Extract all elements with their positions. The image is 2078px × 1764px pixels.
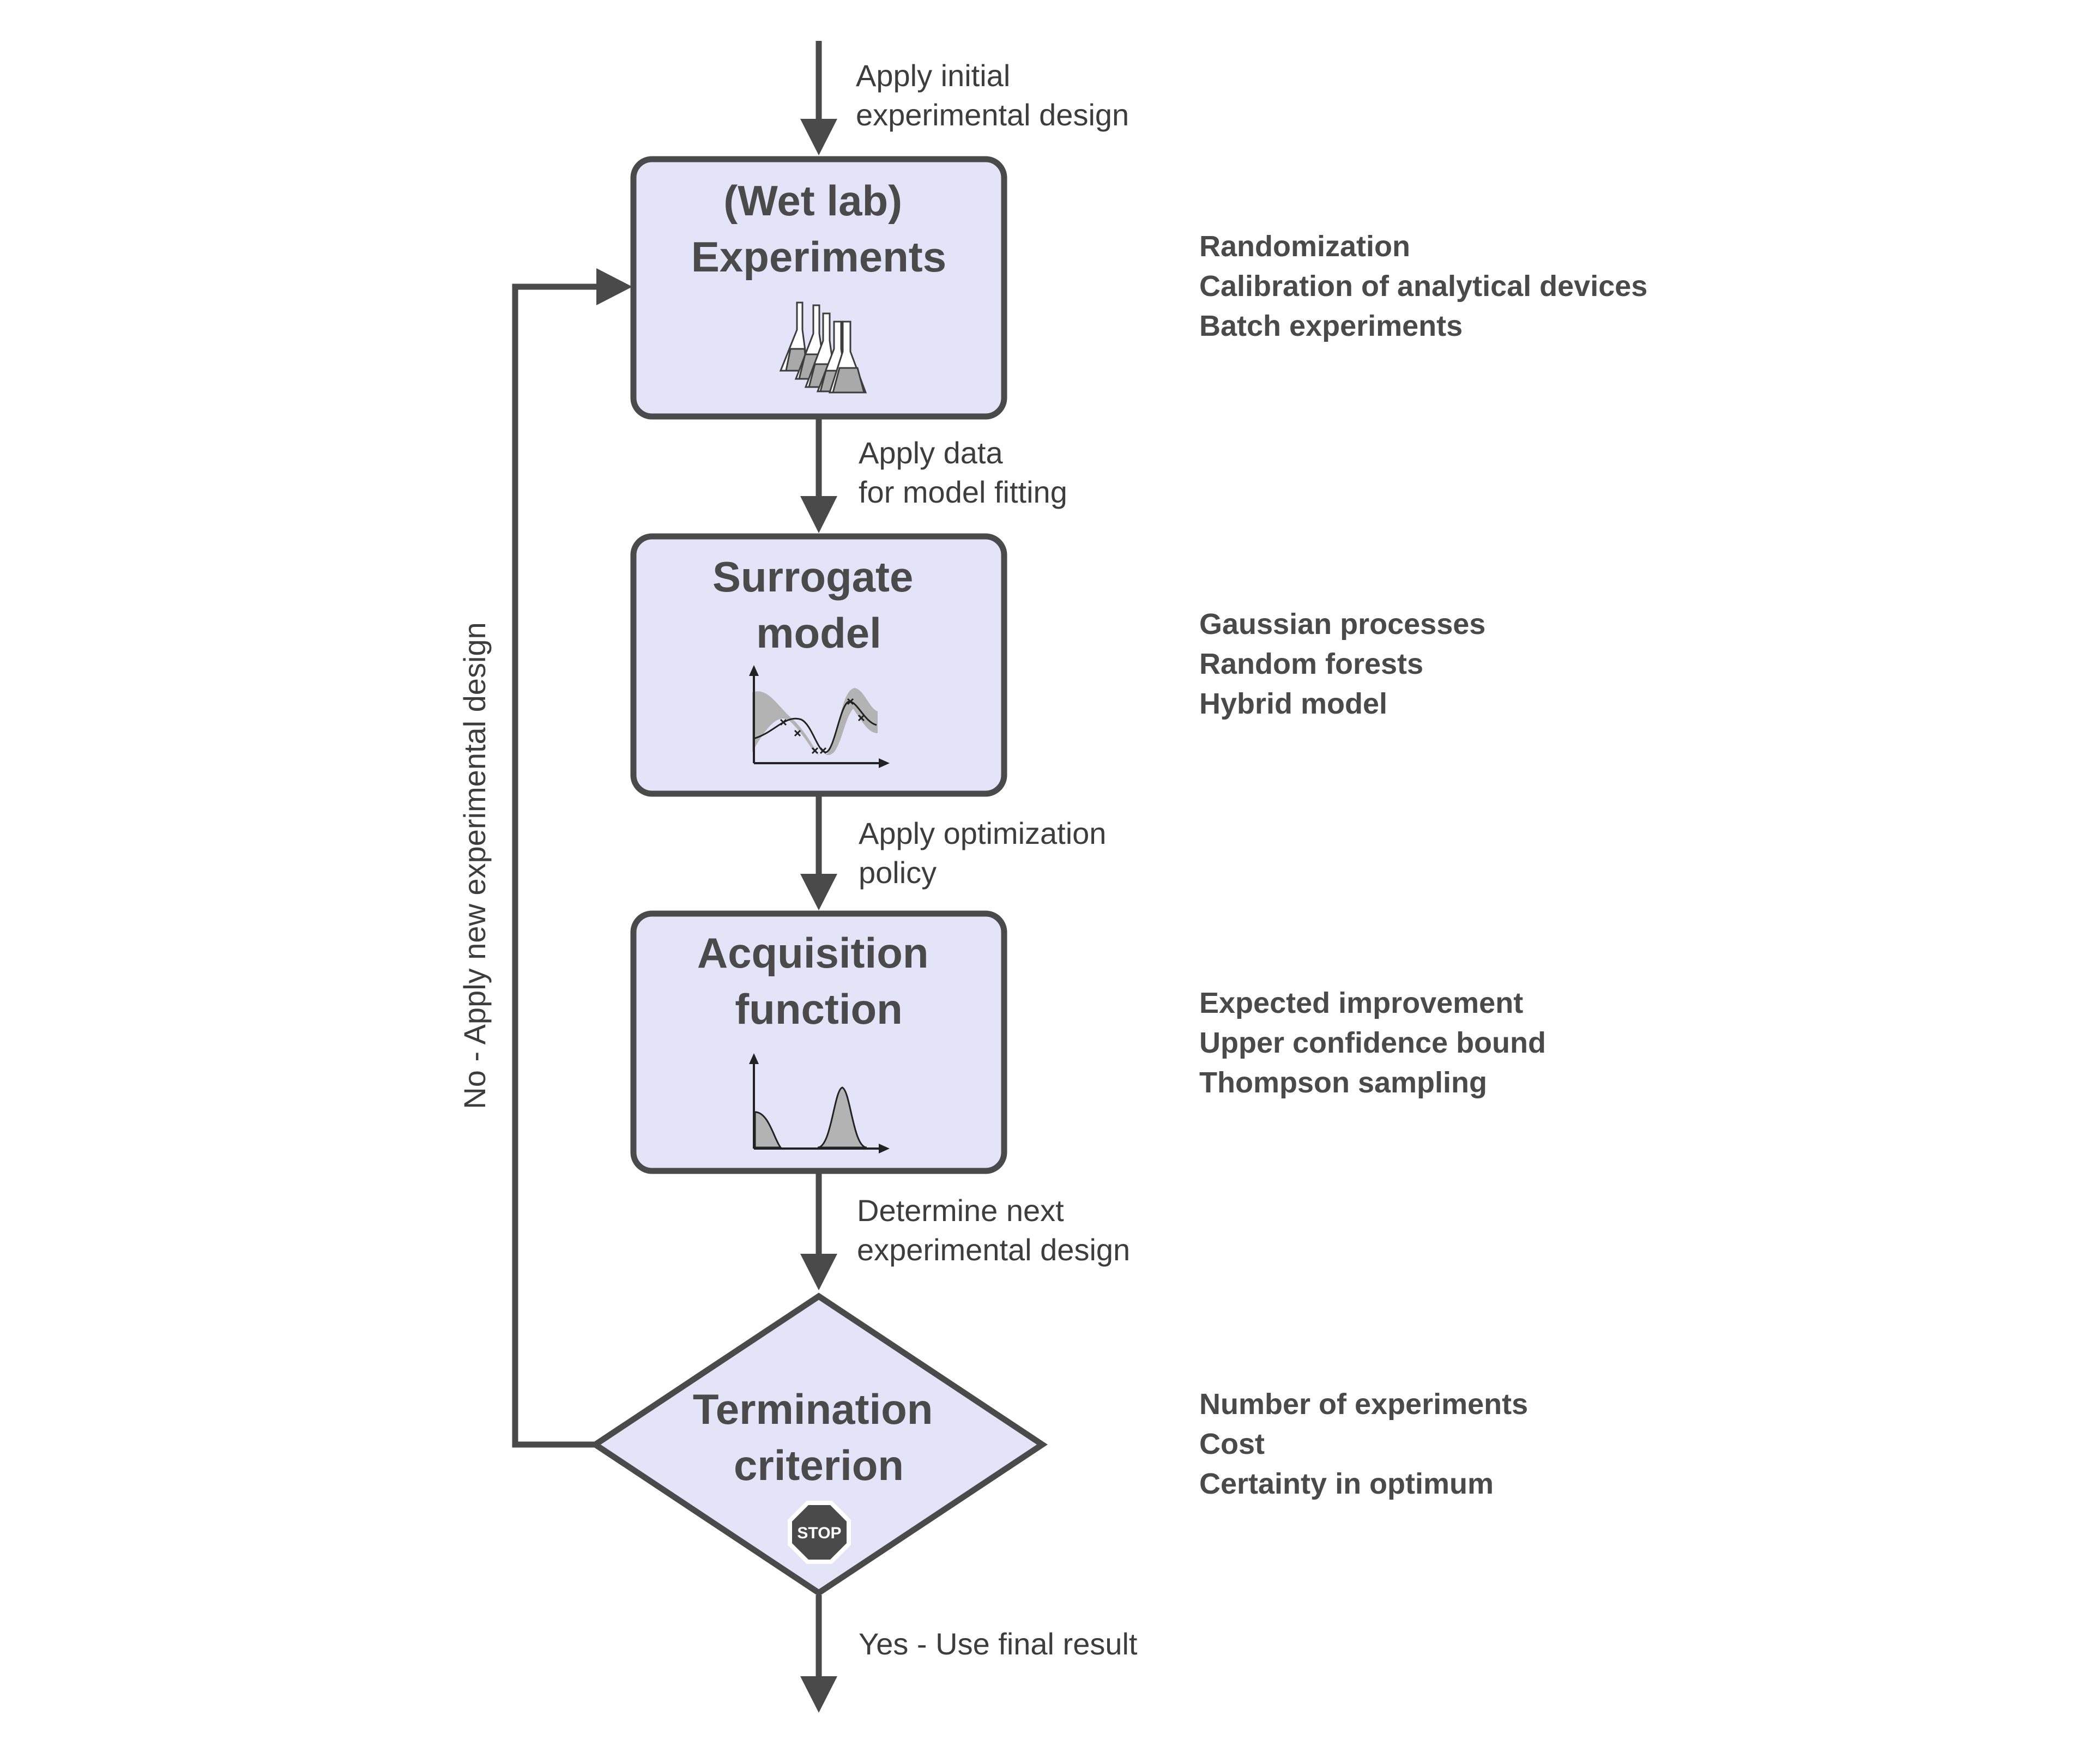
loop-back-arrow — [512, 268, 632, 1448]
termination-criterion-node: Termination criterion STOP — [590, 1292, 1048, 1597]
experiments-title: (Wet lab) Experiments — [691, 177, 946, 281]
gaussian-process-plot-icon — [749, 665, 890, 768]
edge-label-line-1: Determine next — [857, 1193, 1064, 1228]
start-arrow — [800, 41, 837, 155]
stop-sign-icon: STOP — [788, 1501, 851, 1564]
loop-label: No - Apply new experimental design — [457, 622, 492, 1109]
start-label: Apply initial experimental design — [856, 58, 1129, 132]
termination-side-notes: Number of experiments Cost Certainty in … — [1199, 1388, 1536, 1500]
surrogate-model-node: Surrogate model — [630, 533, 1007, 797]
edge-label-line-2: policy — [859, 855, 937, 890]
side-note: Batch experiments — [1199, 310, 1463, 342]
side-note: Hybrid model — [1199, 687, 1387, 720]
side-note: Expected improvement — [1199, 987, 1523, 1019]
side-note: Random forests — [1199, 648, 1423, 680]
surrogate-title-line-1: Surrogate — [712, 553, 913, 601]
experiments-side-notes: Randomization Calibration of analytical … — [1199, 230, 1656, 342]
side-note: Upper confidence bound — [1199, 1026, 1546, 1059]
surrogate-model-title: Surrogate model — [712, 553, 925, 657]
side-note: Thompson sampling — [1199, 1066, 1487, 1099]
experiments-title-line-2: Experiments — [691, 233, 946, 281]
side-note: Cost — [1199, 1428, 1265, 1460]
acquisition-title-line-1: Acquisition — [697, 929, 929, 977]
edge-label-line-2: for model fitting — [859, 475, 1067, 509]
experiments-title-line-1: (Wet lab) — [723, 177, 902, 225]
acquisition-title-line-2: function — [735, 985, 903, 1033]
surrogate-title-line-2: model — [756, 609, 881, 657]
termination-title-line-2: criterion — [734, 1441, 904, 1489]
start-label-line-1: Apply initial — [856, 58, 1010, 93]
side-note: Number of experiments — [1199, 1388, 1528, 1421]
end-arrow — [800, 1595, 837, 1713]
acquisition-function-node: Acquisition function — [630, 910, 1007, 1174]
side-note: Gaussian processes — [1199, 608, 1485, 641]
side-note: Calibration of analytical devices — [1199, 270, 1647, 303]
termination-title-line-1: Termination — [693, 1385, 933, 1433]
termination-title: Termination criterion — [693, 1385, 945, 1489]
side-note: Randomization — [1199, 230, 1410, 263]
experiments-node: (Wet lab) Experiments — [630, 156, 1007, 420]
edge-label-model-fitting: Apply data for model fitting — [859, 436, 1067, 509]
flasks-icon — [779, 301, 867, 394]
stop-sign-text: STOP — [797, 1524, 841, 1542]
edge-label-optimization-policy: Apply optimization policy — [859, 816, 1115, 890]
arrow-experiments-to-surrogate — [800, 419, 837, 533]
start-label-line-2: experimental design — [856, 98, 1129, 132]
side-note: Certainty in optimum — [1199, 1467, 1494, 1500]
edge-label-line-1: Apply optimization — [859, 816, 1106, 850]
acquisition-side-notes: Expected improvement Upper confidence bo… — [1199, 987, 1554, 1099]
arrow-acquisition-to-termination — [800, 1173, 837, 1290]
edge-label-line-1: Apply data — [859, 436, 1003, 470]
edge-label-line-2: experimental design — [857, 1233, 1130, 1267]
acquisition-curve-icon — [749, 1053, 890, 1153]
edge-label-next-design: Determine next experimental design — [857, 1193, 1130, 1267]
surrogate-side-notes: Gaussian processes Random forests Hybrid… — [1199, 608, 1494, 720]
acquisition-function-title: Acquisition function — [697, 929, 940, 1033]
end-label: Yes - Use final result — [859, 1627, 1138, 1661]
arrow-surrogate-to-acquisition — [800, 796, 837, 910]
